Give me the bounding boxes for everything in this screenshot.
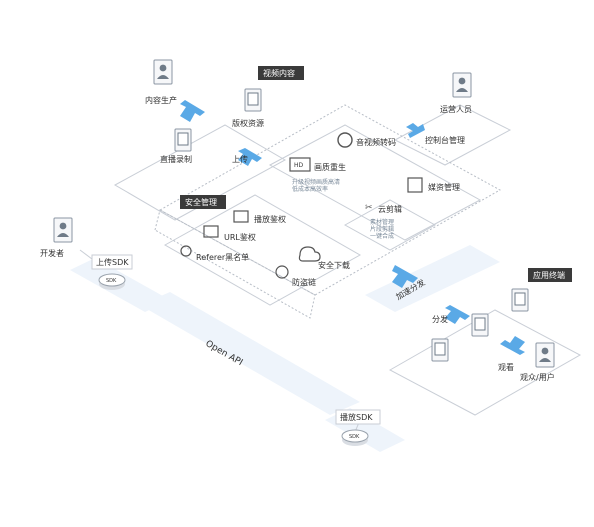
arrow-distribute: [445, 305, 470, 324]
security-item-url-auth: URL鉴权: [224, 232, 256, 242]
secure-download-icon: [298, 246, 321, 262]
security-item-secure-download: 安全下载: [318, 260, 350, 270]
security-item-referer: Referer黑名单: [196, 252, 249, 262]
arrow-accel: [392, 265, 418, 288]
live-recording-icon: [174, 128, 192, 152]
arrow-viewer: [500, 336, 525, 355]
referer-icon: [180, 245, 192, 257]
app-terminal-tag: [528, 268, 572, 282]
terminal-device-1-icon: [511, 288, 529, 312]
terminal-device-3-icon: [431, 338, 449, 362]
upload-label: 上传: [232, 154, 248, 164]
hd-gen-label: 画质重生: [314, 162, 346, 172]
distribute-label: 分发: [432, 314, 448, 324]
security-tag-label: 安全管理: [185, 197, 217, 207]
security-tag: [180, 195, 226, 209]
live-recording-label: 直播录制: [160, 154, 192, 164]
security-panel: [163, 194, 362, 306]
arrow-producer-down: [180, 100, 205, 122]
media-manage-icon: [407, 177, 423, 193]
arrow-operator: [406, 123, 425, 138]
video-content-tag: [258, 66, 304, 80]
hd-desc: 升级视频画质高清低成本高效率: [292, 178, 340, 193]
terminal-device-2-icon: [471, 313, 489, 337]
transcode-panel: [268, 124, 482, 241]
open-api-band: [140, 292, 360, 415]
ops-staff-label: 运营人员: [440, 104, 472, 114]
upload-sdk-tag: [91, 254, 133, 270]
operator-platform: [393, 104, 512, 166]
app-terminal-tag-label: 应用终端: [533, 270, 565, 280]
accel-band: [365, 245, 500, 312]
play-sdk-chip-label: SDK: [349, 434, 360, 440]
play-sdk-tag: [335, 409, 381, 425]
core-services-area-bottom: [154, 209, 316, 319]
hd-icon-label: HD: [294, 162, 304, 169]
upload-sdk-chip-label: SDK: [106, 278, 117, 284]
upload-sdk-label: 上传SDK: [96, 257, 129, 267]
console-manage-label: 控制台管理: [425, 135, 465, 145]
content-producer-label: 内容生产: [145, 95, 177, 105]
content-producer-icon: [153, 59, 173, 85]
video-content-tag-label: 视频内容: [263, 68, 295, 78]
url-auth-icon: [203, 225, 219, 238]
viewer-label: 观众/用户: [520, 372, 555, 382]
hd-icon: [289, 157, 311, 172]
arrow-upload: [238, 148, 262, 166]
clip-desc: 素材管理片段剪辑一键合成: [370, 218, 394, 240]
clip-icon: ✂: [365, 203, 373, 213]
copyright-source-label: 版权资源: [232, 118, 264, 128]
ops-staff-icon: [452, 72, 472, 98]
core-services-area: [158, 104, 502, 296]
watch-label: 观看: [498, 363, 514, 372]
security-item-anti-leech: 防盗链: [292, 277, 316, 287]
developer-label: 开发者: [40, 248, 64, 258]
media-manage-label: 媒资管理: [428, 182, 460, 192]
transcode-icon: [337, 132, 353, 148]
anti-leech-icon: [275, 265, 289, 279]
clip-panel: [343, 199, 437, 251]
transcode-label: 音视频转码: [356, 137, 396, 147]
play-sdk-label: 播放SDK: [340, 412, 373, 422]
clip-label: 云剪辑: [378, 204, 402, 214]
viewer-icon: [535, 342, 555, 368]
distribution-platform: [388, 309, 582, 416]
developer-icon: [53, 217, 73, 243]
security-item-play-auth: 播放鉴权: [254, 214, 286, 224]
play-auth-icon: [233, 210, 249, 223]
copyright-source-icon: [244, 88, 262, 112]
